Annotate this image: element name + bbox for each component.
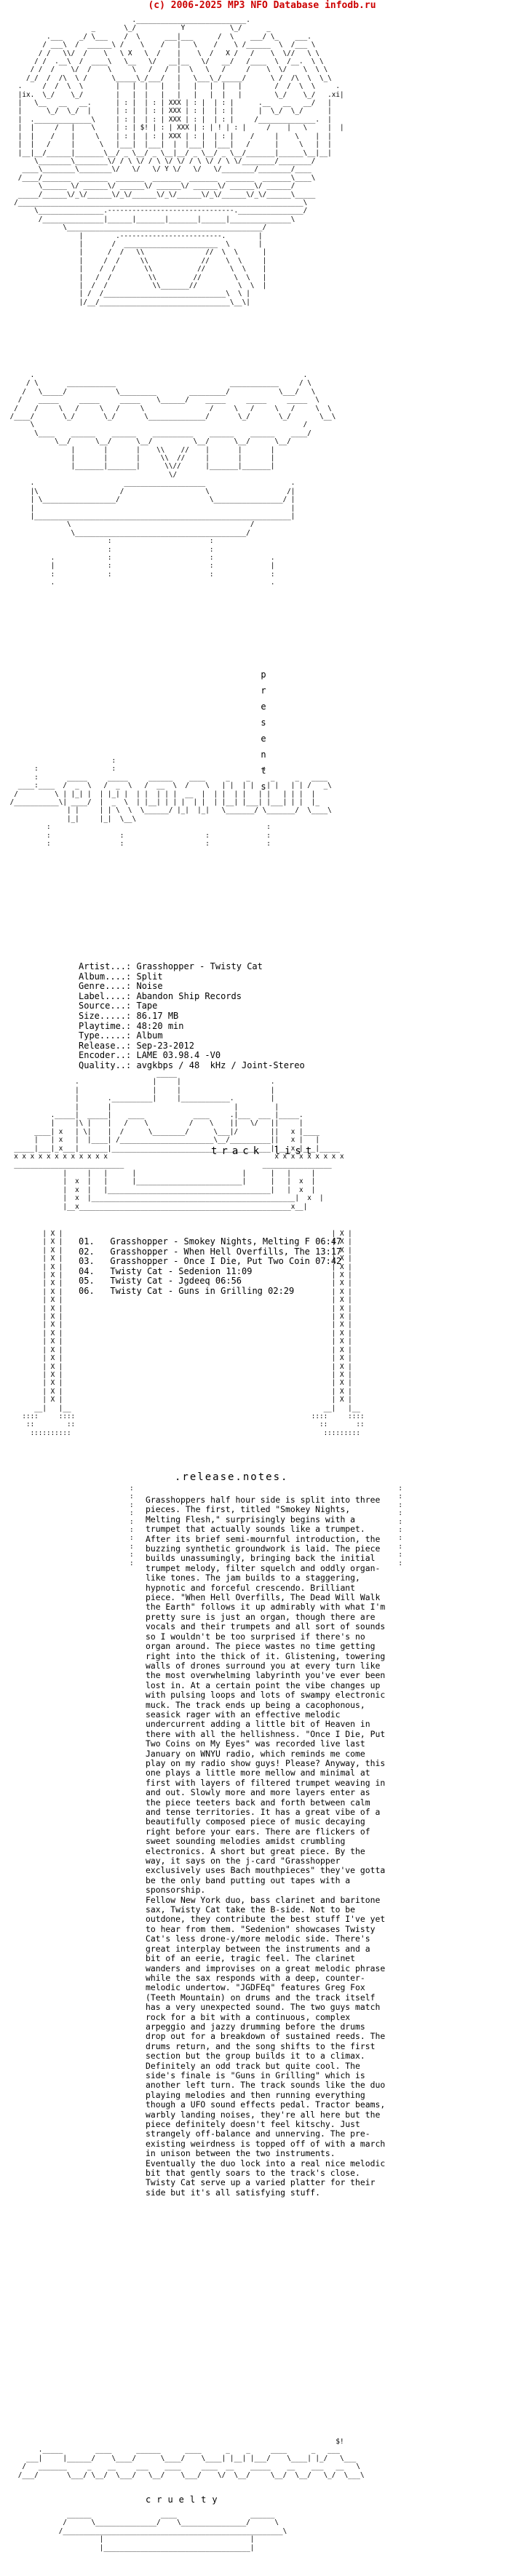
release-info: Artist...: Grasshopper - Twisty Cat Albu… (79, 961, 305, 1071)
info-line: Source...: Tape (79, 1001, 158, 1011)
track-row: 05. Twisty Cat - Jgdeeq 06:56 (79, 1276, 242, 1287)
release-notes-heading: .release.notes. (175, 1471, 289, 1483)
info-line: Type.....: Album (79, 1030, 163, 1041)
info-line: Genre....: Noise (79, 981, 163, 992)
release-notes-body: Grasshoppers half hour side is split int… (146, 1495, 386, 2198)
ascii-tracklist-sides: | X | | X | | X | | X | | X | (22, 1230, 365, 1437)
ascii-footer-logo: $! ._____ ____ ______ ____ _ _ ____ _ __… (17, 2438, 365, 2479)
ascii-notes-frame: : : : : : (129, 1484, 402, 1567)
tracklist: 01. Grasshopper - Smokey Nights, Melting… (79, 1236, 342, 1297)
track-row: 01. Grasshopper - Smokey Nights, Melting… (79, 1236, 342, 1247)
info-line: Quality..: avgkbps / 48 kHz / Joint-Ster… (79, 1060, 305, 1070)
info-line: Size.....: 86.17 MB (79, 1010, 179, 1021)
info-line: Label....: Abandon Ship Records (79, 990, 242, 1001)
ascii-logo-art: .___________________________. _ \_/ Y \_… (14, 16, 344, 306)
ascii-middle-art: . . / \ ____________ ____________ / \ / … (9, 371, 336, 587)
track-row: 03. Grasshopper - Once I Die, Put Two Co… (79, 1256, 342, 1267)
track-row: 04. Twisty Cat - Sedenion 11:09 (79, 1265, 253, 1276)
track-row: 02. Grasshopper - When Hell Overfills, T… (79, 1246, 342, 1257)
footer-word: cruelty (146, 2494, 223, 2505)
ascii-group-logo: : : : : : _____ _____ ______ ____ _ _ _ … (9, 757, 332, 848)
track-row: 06. Twisty Cat - Guns in Grilling 02:29 (79, 1285, 295, 1296)
info-line: Release..: Sep-23-2012 (79, 1040, 194, 1051)
info-line: Album....: Split (79, 971, 163, 982)
site-credit: (c) 2006-2025 MP3 NFO Database infodb.ru (148, 0, 376, 11)
info-line: Playtime.: 48:20 min (79, 1020, 184, 1031)
tracklist-heading: track list (211, 1145, 317, 1157)
ascii-tracklist-frame: _____ . | | . | | | | | .__________| |__… (14, 1070, 344, 1211)
info-line: Encoder..: LAME 03.98.4 -V0 (79, 1050, 221, 1061)
info-line: Artist...: Grasshopper - Twisty Cat (79, 961, 263, 971)
ascii-footer-tail: ______ ____ ______ / \_______________/ \… (58, 2511, 287, 2552)
